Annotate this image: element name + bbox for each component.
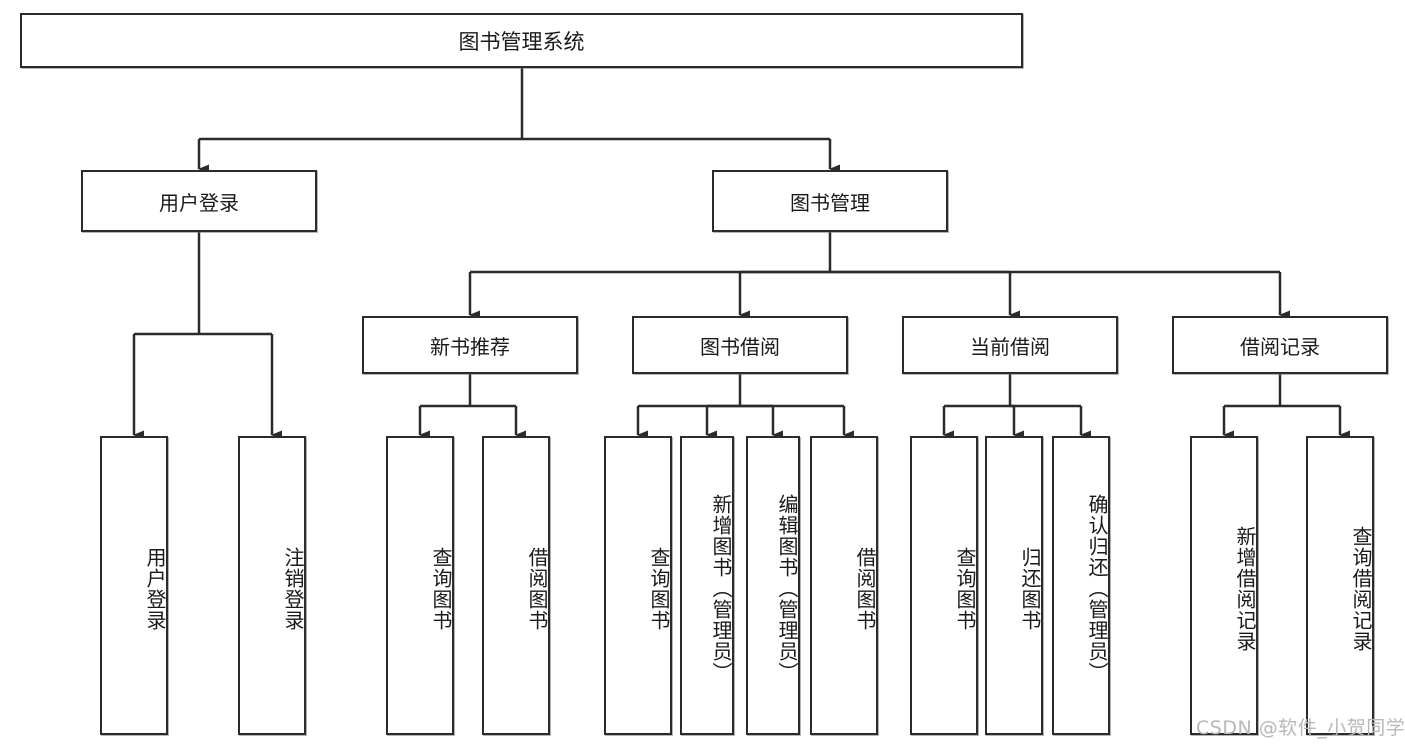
node-label: 确认归还（管理员）	[1085, 494, 1109, 683]
node-l2[interactable]: 注销登录	[238, 436, 306, 735]
node-l11[interactable]: 确认归还（管理员）	[1052, 436, 1110, 735]
node-borrow[interactable]: 图书借阅	[632, 316, 848, 374]
node-label: 当前借阅	[970, 334, 1050, 359]
node-label: 新增借阅记录	[1233, 525, 1257, 652]
node-l9[interactable]: 查询图书	[910, 436, 978, 735]
node-label: 注销登录	[281, 546, 305, 631]
watermark: CSDN @软件_小贺同学	[1196, 717, 1405, 739]
node-l12[interactable]: 新增借阅记录	[1190, 436, 1258, 735]
node-label: 借阅记录	[1240, 334, 1320, 359]
node-root[interactable]: 图书管理系统	[20, 13, 1023, 68]
node-l8[interactable]: 借阅图书	[810, 436, 878, 735]
node-label: 借阅图书	[853, 546, 877, 631]
node-l10[interactable]: 归还图书	[985, 436, 1043, 735]
node-label: 图书管理	[790, 190, 870, 215]
node-newbook[interactable]: 新书推荐	[362, 316, 578, 374]
node-l5[interactable]: 查询图书	[604, 436, 672, 735]
node-l7[interactable]: 编辑图书（管理员）	[746, 436, 800, 735]
node-label: 用户登录	[143, 546, 167, 631]
node-label: 用户登录	[159, 190, 239, 215]
node-label: 查询图书	[429, 546, 453, 631]
node-label: 查询图书	[953, 546, 977, 631]
node-label: 借阅图书	[525, 546, 549, 631]
node-records[interactable]: 借阅记录	[1172, 316, 1388, 374]
node-label: 图书管理系统	[458, 29, 585, 54]
node-l4[interactable]: 借阅图书	[482, 436, 550, 735]
node-l1[interactable]: 用户登录	[100, 436, 168, 735]
node-label: 查询图书	[647, 546, 671, 631]
node-bookmgmt[interactable]: 图书管理	[712, 170, 948, 232]
node-label: 新增图书（管理员）	[709, 494, 733, 683]
node-label: 新书推荐	[430, 334, 510, 359]
edges	[132, 68, 1350, 440]
node-label: 查询借阅记录	[1349, 525, 1373, 652]
node-login[interactable]: 用户登录	[81, 170, 317, 232]
node-label: 编辑图书（管理员）	[775, 494, 799, 683]
node-label: 归还图书	[1018, 546, 1042, 631]
node-current[interactable]: 当前借阅	[902, 316, 1118, 374]
node-l3[interactable]: 查询图书	[386, 436, 454, 735]
node-l6[interactable]: 新增图书（管理员）	[680, 436, 734, 735]
node-l13[interactable]: 查询借阅记录	[1306, 436, 1374, 735]
node-label: 图书借阅	[700, 334, 780, 359]
